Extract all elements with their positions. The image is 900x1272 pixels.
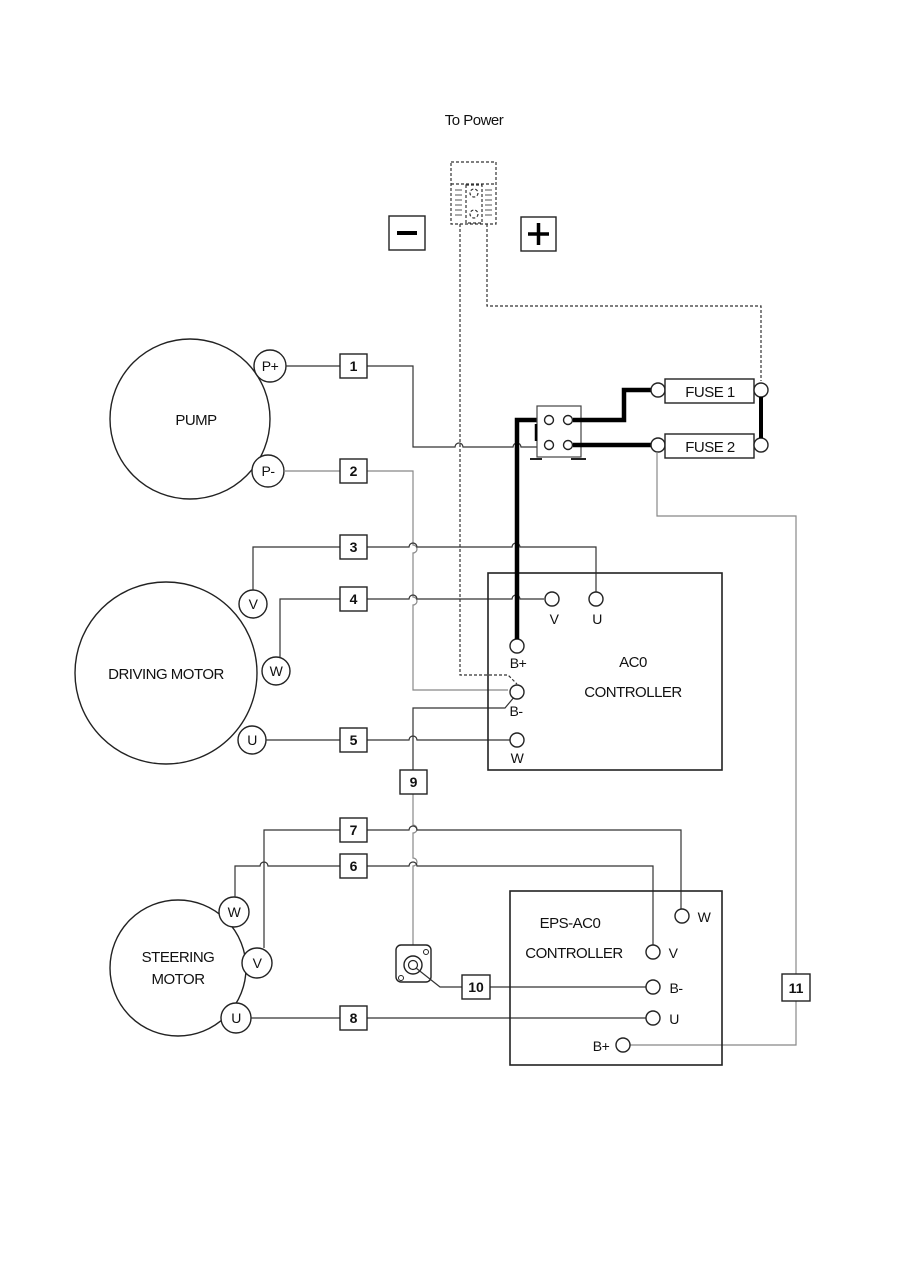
steering-motor-terminal-w: [218, 896, 250, 928]
eps-terminal-b-plus: [615, 1037, 631, 1053]
wire-9: [412, 773, 418, 955]
eps-terminal-v: [645, 944, 661, 960]
svg-text:U: U: [231, 1010, 241, 1026]
svg-text:FUSE 1: FUSE 1: [685, 384, 735, 401]
main-contactor: [530, 405, 586, 460]
svg-text:FUSE 2: FUSE 2: [685, 439, 735, 456]
svg-text:V: V: [253, 955, 263, 971]
wire-11: [630, 452, 797, 1046]
wire-tag-5: 5: [339, 727, 368, 753]
svg-text:W: W: [228, 904, 242, 920]
fuse-1: FUSE 1: [650, 378, 769, 404]
pump: PUMP P+ P-: [109, 338, 287, 500]
wire-tag-6: 6: [339, 853, 368, 879]
ac0-terminal-b-plus: [509, 638, 525, 654]
svg-text:MOTOR: MOTOR: [151, 971, 205, 988]
svg-text:6: 6: [350, 858, 358, 874]
ac0-controller: AC0 CONTROLLER V U B+ B- W: [487, 572, 723, 771]
wire-tag-11: 11: [781, 973, 811, 1002]
wire-4: [279, 594, 544, 657]
svg-text:U: U: [247, 732, 257, 748]
wire-5: [266, 735, 510, 741]
ac0-terminal-w: [509, 732, 525, 748]
svg-text:2: 2: [350, 463, 358, 479]
svg-text:CONTROLLER: CONTROLLER: [584, 684, 682, 701]
svg-text:AC0: AC0: [619, 654, 647, 671]
to-power-title: To Power: [445, 112, 504, 129]
wire-tag-8: 8: [339, 1005, 368, 1031]
pump-label: PUMP: [175, 412, 217, 429]
svg-text:W: W: [511, 750, 525, 766]
svg-text:11: 11: [789, 980, 804, 996]
svg-text:EPS-AC0: EPS-AC0: [540, 915, 601, 932]
driving-motor-label: DRIVING MOTOR: [108, 666, 224, 683]
svg-text:U: U: [592, 611, 602, 627]
fuse1-wire: [573, 387, 651, 423]
svg-text:10: 10: [468, 979, 484, 995]
wire-10: [415, 967, 646, 988]
fuse-2: FUSE 2: [650, 433, 769, 459]
positive-terminal-icon: [520, 216, 557, 252]
svg-text:U: U: [669, 1011, 679, 1027]
svg-text:B-: B-: [670, 980, 684, 996]
wire-tag-9: 9: [399, 769, 428, 795]
driving-motor: DRIVING MOTOR V W U: [74, 581, 291, 765]
wire-tag-2: 2: [339, 458, 368, 484]
svg-text:3: 3: [350, 539, 358, 555]
eps-terminal-w: [674, 908, 690, 924]
driving-motor-terminal-w: [261, 656, 291, 686]
svg-text:W: W: [698, 909, 712, 925]
wire-7: [263, 825, 682, 948]
ac0-terminal-v: [544, 591, 560, 607]
eps-ac0-controller: EPS-AC0 CONTROLLER W V B- U B+: [509, 890, 723, 1066]
wire-3: [252, 542, 597, 592]
svg-text:9: 9: [410, 774, 418, 790]
svg-text:V: V: [669, 945, 679, 961]
wire-tag-7: 7: [339, 817, 368, 843]
eps-terminal-b-minus: [645, 979, 661, 995]
ac0-terminal-b-minus: [509, 684, 525, 700]
svg-text:W: W: [270, 663, 284, 679]
svg-text:V: V: [550, 611, 560, 627]
wire-1: [286, 365, 540, 448]
svg-text:7: 7: [350, 822, 358, 838]
negative-terminal-icon: [388, 215, 426, 251]
svg-text:1: 1: [350, 358, 358, 374]
svg-text:4: 4: [350, 591, 358, 607]
eps-terminal-u: [645, 1010, 661, 1026]
svg-text:5: 5: [350, 732, 358, 748]
wire-tag-10: 10: [461, 974, 491, 1000]
svg-text:B+: B+: [510, 655, 527, 671]
wire-2: [284, 470, 508, 691]
wire-6: [234, 861, 654, 945]
steering-motor: STEERING MOTOR W V U: [109, 896, 273, 1037]
power-connector: [450, 161, 497, 225]
svg-text:CONTROLLER: CONTROLLER: [525, 945, 623, 962]
ac0-terminal-u: [588, 591, 604, 607]
wire-tag-3: 3: [339, 534, 368, 560]
svg-text:8: 8: [350, 1010, 358, 1026]
steering-motor-terminal-v: [241, 947, 273, 979]
svg-text:STEERING: STEERING: [142, 949, 215, 966]
b-minus-link: [412, 695, 516, 773]
svg-text:V: V: [249, 596, 259, 612]
svg-text:P+: P+: [262, 358, 279, 374]
svg-text:B+: B+: [593, 1038, 610, 1054]
positive-power-line: [486, 224, 762, 381]
svg-text:B-: B-: [510, 703, 524, 719]
svg-text:P-: P-: [262, 463, 276, 479]
wire-tag-4: 4: [339, 586, 368, 612]
wire-tag-1: 1: [339, 353, 368, 379]
negative-power-line: [459, 224, 518, 685]
